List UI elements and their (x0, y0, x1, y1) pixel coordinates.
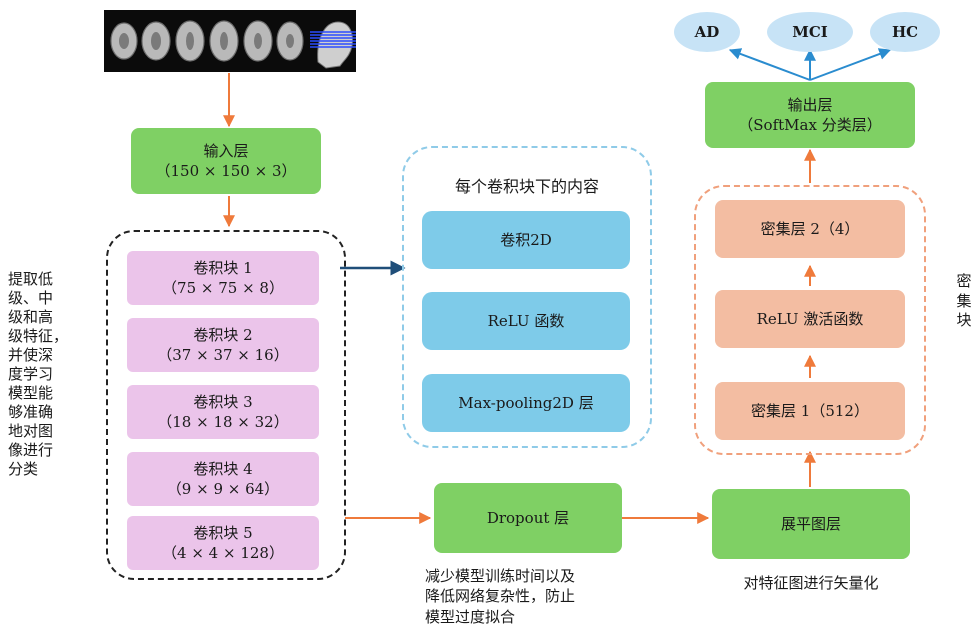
dropout-note: 减少模型训练时间以及 降低网络复杂性，防止 模型过度拟合 (425, 566, 655, 627)
flatten-label: 展平图层 (780, 514, 841, 533)
class-hc: HC (870, 12, 940, 52)
flatten-layer: 展平图层 (712, 489, 910, 559)
conv-block-2: 卷积块 2 （37 × 37 × 16） (127, 318, 319, 372)
note-line: 并使深 (8, 346, 54, 365)
note-line: 度学习 (8, 365, 54, 384)
note-line: 降低网络复杂性，防止 (425, 587, 576, 606)
feature-extraction-note: 提取低 级、中 级和高 级特征， 并使深 度学习 模型能 够准确 地对图 像进行… (8, 270, 80, 480)
conv-block-detail-group (402, 146, 652, 448)
side-char: 密 (956, 272, 972, 290)
conv-block-shape: （75 × 75 × 8） (162, 279, 284, 297)
dense-layer-2: 密集层 2（4） (715, 200, 905, 258)
conv-block-title: 卷积块 1 (193, 258, 253, 277)
dense-label: 密集层 2（4） (760, 219, 860, 238)
dropout-label: Dropout 层 (486, 508, 570, 527)
output-layer: 输出层 （SoftMax 分类层） (705, 82, 915, 148)
conv-block-shape: （37 × 37 × 16） (157, 346, 289, 364)
detail-label: 卷积2D (500, 230, 552, 249)
relu-activation: ReLU 激活函数 (715, 290, 905, 348)
dense-label: ReLU 激活函数 (756, 309, 864, 328)
class-ad: AD (674, 12, 740, 52)
detail-label: Max-pooling2D 层 (458, 393, 594, 412)
dense-block-side-label: 密 集 块 (956, 272, 972, 331)
note-line: 级、中 (8, 289, 54, 308)
note-line: 地对图 (8, 422, 54, 441)
detail-conv2d: 卷积2D (422, 211, 630, 269)
detail-maxpool: Max-pooling2D 层 (422, 374, 630, 432)
conv-block-group (106, 230, 346, 580)
conv-block-title: 卷积块 4 (193, 459, 253, 478)
input-layer-title: 输入层 (203, 141, 249, 160)
conv-block-5: 卷积块 5 （4 × 4 × 128） (127, 516, 319, 570)
input-layer-shape: （150 × 150 × 3） (155, 162, 297, 180)
note-line: 提取低 (8, 270, 54, 288)
dropout-layer: Dropout 层 (434, 483, 622, 553)
conv-block-shape: （18 × 18 × 32） (157, 413, 289, 431)
note-line: 减少模型训练时间以及 (425, 567, 576, 585)
note-line: 像进行 (8, 441, 54, 460)
side-char: 块 (956, 311, 972, 329)
conv-block-title: 卷积块 3 (193, 392, 253, 411)
note-line: 模型能 (8, 384, 54, 403)
conv-block-3: 卷积块 3 （18 × 18 × 32） (127, 385, 319, 439)
input-layer: 输入层 （150 × 150 × 3） (131, 128, 321, 194)
detail-relu: ReLU 函数 (422, 292, 630, 350)
conv-block-title: 卷积块 5 (193, 523, 253, 542)
output-layer-subtitle: （SoftMax 分类层） (738, 116, 882, 134)
note-line: 够准确 (8, 403, 54, 422)
note-line: 分类 (8, 460, 39, 479)
conv-block-title: 卷积块 2 (193, 325, 253, 344)
conv-block-1: 卷积块 1 （75 × 75 × 8） (127, 251, 319, 305)
arrow-output-to-ad (728, 48, 811, 81)
conv-block-shape: （9 × 9 × 64） (166, 480, 280, 498)
detail-label: ReLU 函数 (487, 311, 565, 330)
conv-block-detail-heading: 每个卷积块下的内容 (454, 177, 599, 196)
dense-block-group (694, 185, 926, 455)
conv-block-shape: （4 × 4 × 128） (162, 544, 284, 562)
mri-brain-slices-icon (104, 10, 356, 72)
dense-layer-1: 密集层 1（512） (715, 382, 905, 440)
side-char: 集 (956, 291, 972, 310)
class-mci: MCI (767, 12, 853, 52)
note-line: 级特征， (8, 327, 69, 346)
conv-block-4: 卷积块 4 （9 × 9 × 64） (127, 452, 319, 506)
dense-label: 密集层 1（512） (751, 401, 869, 420)
arrow-output-to-hc (809, 48, 892, 81)
note-line: 模型过度拟合 (425, 607, 516, 626)
note-line: 级和高 (8, 308, 54, 327)
flatten-note: 对特征图进行矢量化 (743, 574, 879, 592)
output-layer-title: 输出层 (787, 95, 833, 114)
